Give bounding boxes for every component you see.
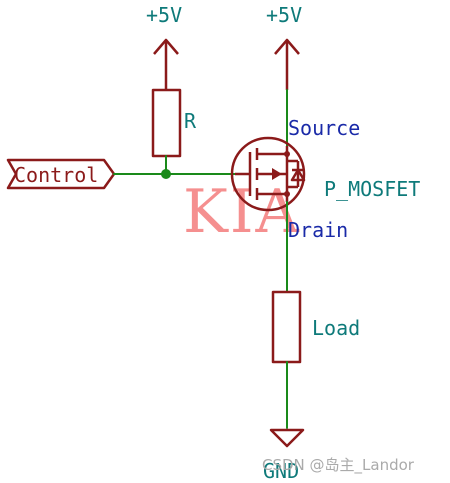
source-label: Source [288,116,360,140]
drain-label: Drain [288,218,348,242]
vcc-right-symbol [274,38,300,90]
vcc-left-symbol [153,38,179,90]
vcc-right-label: +5V [266,3,302,27]
load-resistor [271,290,302,364]
ground-label: GND [263,459,299,483]
control-label: Control [14,163,98,187]
resistor-r [151,88,182,158]
csdn-watermark: CSDN @岛主_Landor [262,456,415,475]
kia-watermark: KIA [183,177,301,247]
vcc-left-label: +5V [146,3,182,27]
load-label: Load [312,316,360,340]
resistor-label: R [184,109,197,133]
p-mosfet-symbol [230,136,306,212]
junction-dot [161,169,171,179]
ground-symbol [269,428,305,448]
control-input-port [6,158,116,190]
mosfet-label: P_MOSFET [324,177,420,201]
